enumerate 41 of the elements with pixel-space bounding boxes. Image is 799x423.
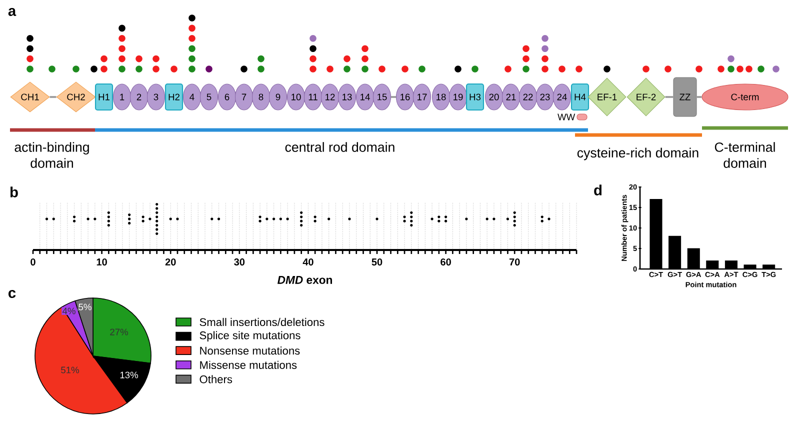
domain-label: C-terminal domain xyxy=(714,142,775,168)
tick-label: 30 xyxy=(234,258,245,266)
tick-label: 70 xyxy=(509,258,520,266)
hinge-box: H3 xyxy=(466,83,484,111)
hinge-box: H1 xyxy=(94,83,114,111)
connector-line xyxy=(696,96,702,98)
axis-title: DMD exon xyxy=(278,276,332,284)
domain-box: ZZ xyxy=(673,77,697,117)
tick-label: 50 xyxy=(372,258,382,266)
percent-label: 4% xyxy=(62,307,76,315)
node-label: WW xyxy=(558,114,576,120)
percent-label: 13% xyxy=(119,371,140,379)
percent-label: 51% xyxy=(60,366,80,374)
domain-label: central rod domain xyxy=(285,142,394,152)
hinge-box: H2 xyxy=(164,83,184,111)
percent-label: 27% xyxy=(109,328,130,336)
panel-letter: d xyxy=(594,184,602,196)
domain-label: actin-binding domain xyxy=(14,142,89,168)
legend-label: Nonsense mutations xyxy=(200,346,300,355)
tick-label: 60 xyxy=(440,258,451,266)
hinge-box: H4 xyxy=(570,83,590,111)
tick-label: 10 xyxy=(96,258,107,266)
legend-label: Others xyxy=(200,375,232,384)
bar xyxy=(668,236,682,269)
connector-line xyxy=(391,96,396,98)
tick-label: 40 xyxy=(302,258,314,266)
panel-letter: c xyxy=(8,290,16,298)
connector-line xyxy=(665,96,674,98)
percent-label: 5% xyxy=(78,303,92,311)
domain-pill: WW xyxy=(558,114,588,120)
panel-letter: b xyxy=(10,186,18,198)
legend-label: Small insertions/deletions xyxy=(200,318,324,326)
connector-line xyxy=(50,96,56,98)
panel-letter: a xyxy=(8,8,16,16)
legend-label: Missense mutations xyxy=(200,360,297,369)
bar xyxy=(687,248,700,269)
bar xyxy=(650,199,662,269)
tick-label: 20 xyxy=(165,258,176,266)
legend-label: Splice site mutations xyxy=(200,331,300,342)
domain-label: cysteine-rich domain xyxy=(577,148,698,160)
tick-label: 0 xyxy=(30,258,36,266)
